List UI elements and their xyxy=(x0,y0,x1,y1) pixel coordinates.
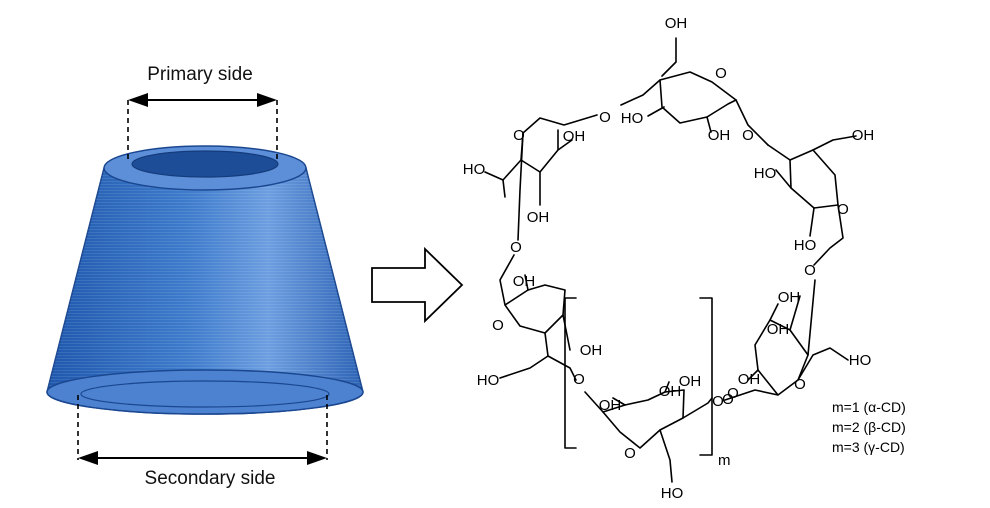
secondary-arrow-left xyxy=(78,451,98,465)
atom-label: OH xyxy=(659,383,682,400)
cone-top-opening xyxy=(131,150,279,178)
atom-label: HO xyxy=(754,165,777,182)
atom-label: HO xyxy=(661,485,684,502)
atom-label: HO xyxy=(463,161,486,178)
atom-label: OH xyxy=(679,373,702,390)
bond-lines xyxy=(484,37,857,483)
cyclodextrin-cone: Primary side Secondary side xyxy=(46,64,364,489)
atom-label: O xyxy=(722,391,734,408)
atom-label: O xyxy=(794,376,806,393)
atom-label: O xyxy=(510,239,522,256)
secondary-arrow-right xyxy=(307,451,327,465)
atom-label: O xyxy=(624,445,636,462)
atom-label: HO xyxy=(477,372,500,389)
atom-label: O xyxy=(727,385,739,402)
cone-bottom-rim xyxy=(46,369,364,415)
cyclodextrin-structure: OH O HO O O OH O HO OH OH O HO O HO OH O… xyxy=(463,15,906,502)
atom-label: O xyxy=(513,127,525,144)
primary-arrow-left xyxy=(128,93,148,107)
atom-label: HO xyxy=(621,110,644,127)
atom-label: OH xyxy=(852,127,875,144)
transform-arrow-icon xyxy=(371,246,464,324)
atom-label: OH xyxy=(708,127,731,144)
atom-label: O xyxy=(599,109,611,126)
primary-side-label: Primary side xyxy=(147,64,253,85)
atom-label: OH xyxy=(778,289,801,306)
atom-label: O xyxy=(712,393,724,410)
repeat-bracket-right xyxy=(699,297,713,456)
atom-labels: OH O HO O O OH O HO OH OH O HO O HO OH O… xyxy=(463,15,875,502)
atom-label: OH xyxy=(513,273,536,290)
atom-label: O xyxy=(837,201,849,218)
primary-arrow-right xyxy=(257,93,277,107)
repeat-subscript: m xyxy=(718,452,731,469)
secondary-side-label: Secondary side xyxy=(145,468,276,489)
atom-label: O xyxy=(804,262,816,279)
legend-beta: m=2 (β-CD) xyxy=(832,419,906,435)
atom-label: HO xyxy=(849,352,872,369)
repeat-bracket-left xyxy=(564,297,577,449)
atom-label: OH xyxy=(767,321,790,338)
atom-label: O xyxy=(492,317,504,334)
atom-label: OH xyxy=(665,15,688,32)
atom-label: OH xyxy=(527,209,550,226)
atom-label: OH xyxy=(580,342,603,359)
atom-label: O xyxy=(715,65,727,82)
atom-label: OH xyxy=(563,128,586,145)
atom-label: O xyxy=(742,127,754,144)
cd-legend: m=1 (α-CD) m=2 (β-CD) m=3 (γ-CD) xyxy=(832,399,906,455)
atom-label: OH xyxy=(738,371,761,388)
cone-body-texture xyxy=(47,168,363,414)
atom-label: HO xyxy=(794,237,817,254)
atom-label: O xyxy=(573,371,585,388)
legend-alpha: m=1 (α-CD) xyxy=(832,399,906,415)
cone-bottom-opening xyxy=(80,380,330,408)
atom-label: OH xyxy=(599,397,622,414)
legend-gamma: m=3 (γ-CD) xyxy=(832,439,905,455)
